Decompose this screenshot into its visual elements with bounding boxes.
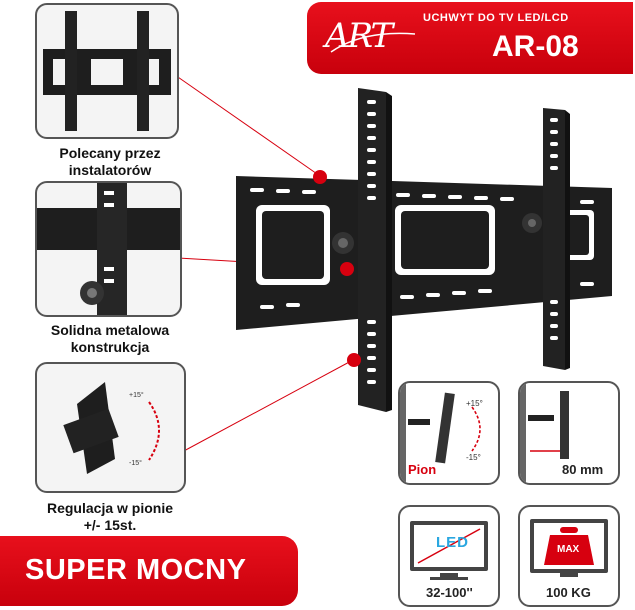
tilt-down-label: -15° (129, 460, 142, 467)
spec-tilt-down: -15° (466, 453, 481, 462)
weight-max-text: MAX (557, 544, 580, 555)
header-banner: ART UCHWYT DO TV LED/LCD AR-08 (307, 2, 633, 74)
spec-load-label: 100 KG (546, 585, 591, 600)
right-vertical-arm (522, 108, 570, 370)
spec-depth-box: 80 mm (518, 381, 620, 485)
depth-side-icon (520, 383, 569, 483)
pointer-dot-2 (340, 262, 354, 276)
spec-tilt-label: Pion (408, 462, 437, 477)
product-subtitle: UCHWYT DO TV LED/LCD (423, 12, 569, 24)
feature-thumb-construction (35, 181, 182, 317)
tv-screen-icon (410, 521, 488, 580)
feature-thumb-installers (35, 3, 179, 139)
tilt-up-label: +15° (129, 392, 144, 399)
tilt-side-icon (400, 383, 481, 483)
feature-caption-tilt: Regulacja w pionie +/- 15st. (46, 500, 174, 533)
pointer-dot-3 (347, 353, 361, 367)
tilt-bracket-icon (63, 382, 160, 474)
feature-caption-installers: Polecany przez instalatorów (59, 145, 161, 178)
metal-detail-icon (37, 183, 180, 315)
spec-screen-label: 32-100'' (426, 585, 473, 600)
screen-led-text: LED (436, 534, 469, 551)
mount-front-icon (43, 11, 171, 131)
wall-plate (236, 176, 612, 330)
slogan-text: SUPER MOCNY (25, 554, 247, 586)
spec-tilt-box: +15° -15° Pion (398, 381, 500, 485)
slogan-banner: SUPER MOCNY (0, 536, 298, 606)
left-vertical-arm (332, 88, 392, 412)
spec-tilt-up: +15° (466, 399, 483, 408)
pointer-line-1 (174, 74, 321, 177)
feature-caption-construction: Solidna metalowa konstrukcja (50, 322, 170, 355)
spec-depth-label: 80 mm (562, 462, 604, 477)
model-number: AR-08 (492, 30, 579, 63)
weight-icon (530, 519, 608, 577)
logo-swoosh-icon (330, 32, 416, 53)
feature-thumb-tilt: +15° -15° (35, 362, 186, 493)
spec-load-box: MAX 100 KG (518, 505, 620, 607)
pointer-dot-1 (313, 170, 327, 184)
spec-screen-box: LED 32-100'' (398, 505, 500, 607)
pointer-line-3 (181, 359, 354, 453)
